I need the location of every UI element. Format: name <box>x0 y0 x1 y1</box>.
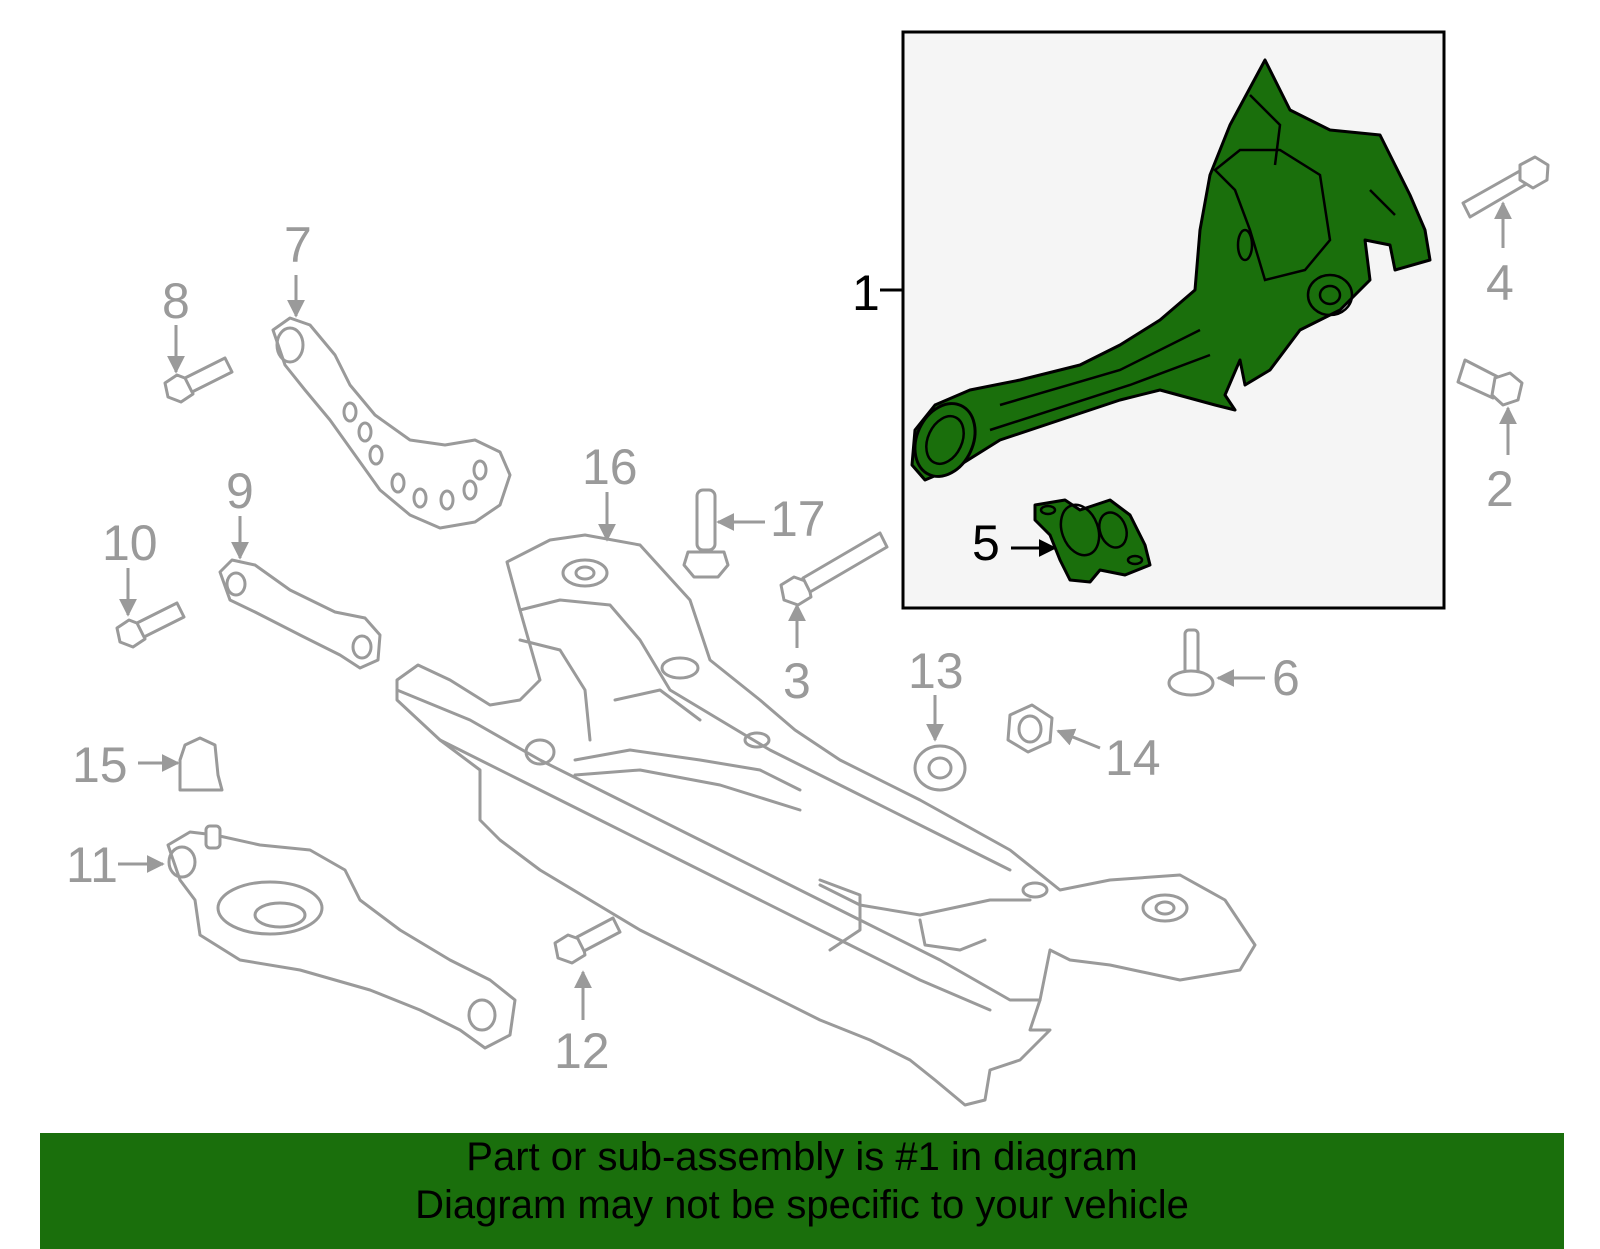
bolt-part-8[interactable] <box>163 356 234 404</box>
callout-7: 7 <box>284 217 312 273</box>
lower-arm-part-11[interactable] <box>166 824 517 1050</box>
banner-line-2: Diagram may not be specific to your vehi… <box>415 1183 1189 1227</box>
cap-part-15[interactable] <box>178 736 224 792</box>
callout-17: 17 <box>770 491 826 547</box>
bolt-part-12[interactable] <box>553 916 622 965</box>
callout-8: 8 <box>162 273 190 329</box>
bolt-part-4[interactable] <box>1461 155 1550 219</box>
callout-12: 12 <box>554 1023 610 1079</box>
callout-labels: 1 2 3 4 5 6 7 8 9 10 11 12 13 14 15 16 1… <box>66 217 1514 1079</box>
bolt-part-3[interactable] <box>779 531 889 607</box>
callout-4: 4 <box>1486 255 1514 311</box>
callout-3: 3 <box>783 653 811 709</box>
callout-15: 15 <box>72 737 128 793</box>
subframe-part-16[interactable] <box>395 533 1257 1107</box>
callout-arrows <box>118 201 1517 1020</box>
control-arm-part-7[interactable] <box>271 316 512 530</box>
callout-10: 10 <box>102 515 158 571</box>
bolt-part-17[interactable] <box>682 488 730 579</box>
callout-1: 1 <box>852 265 880 321</box>
callout-2: 2 <box>1486 461 1514 517</box>
callout-5: 5 <box>972 515 1000 571</box>
callout-9: 9 <box>226 463 254 519</box>
callout-11: 11 <box>66 837 118 893</box>
bolt-part-2[interactable] <box>1456 358 1524 407</box>
lateral-link-part-9[interactable] <box>218 558 382 670</box>
info-banner: Part or sub-assembly is #1 in diagram Di… <box>40 1133 1564 1249</box>
bolt-part-10[interactable] <box>115 601 186 649</box>
callout-16: 16 <box>582 439 638 495</box>
trailing-arm-part-1[interactable] <box>904 58 1432 486</box>
callout-13: 13 <box>908 643 964 699</box>
washer-part-13[interactable] <box>913 744 967 792</box>
callout-6: 6 <box>1272 650 1300 706</box>
banner-line-1: Part or sub-assembly is #1 in diagram <box>466 1135 1138 1179</box>
nut-part-14[interactable] <box>1006 703 1054 754</box>
stud-part-6[interactable] <box>1167 628 1215 697</box>
callout-14: 14 <box>1105 730 1161 786</box>
